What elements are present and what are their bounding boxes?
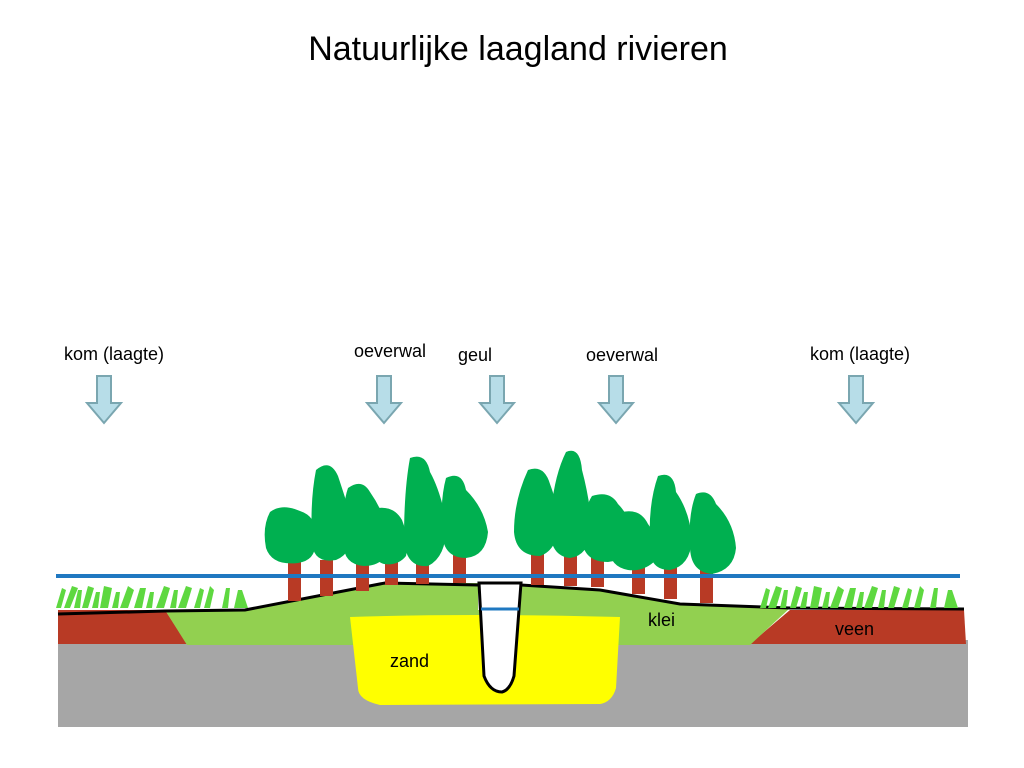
- label-oeverwal-right: oeverwal: [586, 345, 659, 365]
- label-geul: geul: [458, 345, 493, 365]
- tree-icon: [311, 465, 353, 561]
- label-oeverwal-left: oeverwal: [354, 341, 427, 361]
- arrows: [84, 375, 876, 425]
- label-kom-left: kom (laagte): [64, 344, 165, 364]
- tree-icon: [264, 507, 316, 564]
- arrow-down-icon: [364, 375, 404, 425]
- tree-icon: [404, 456, 447, 567]
- tree-icon: [649, 474, 692, 570]
- tree-icon: [550, 450, 592, 558]
- peat-layer-left: [58, 610, 187, 644]
- tree-crowns: [264, 450, 736, 574]
- label-klei: klei: [648, 610, 676, 630]
- label-veen: veen: [835, 619, 875, 639]
- label-zand: zand: [390, 651, 430, 671]
- arrow-down-icon: [477, 375, 517, 425]
- diagram-title: Natuurlijke laagland rivieren: [308, 30, 728, 68]
- grass-left: [56, 586, 248, 608]
- peat-layer-right: [750, 610, 966, 644]
- grass-right: [760, 586, 958, 608]
- arrow-down-icon: [84, 375, 124, 425]
- tree-icon: [689, 492, 736, 574]
- arrow-down-icon: [836, 375, 876, 425]
- arrow-down-icon: [596, 375, 636, 425]
- river-channel: [477, 581, 523, 694]
- tree-icon: [371, 507, 408, 565]
- tree-icon: [441, 475, 488, 558]
- tree-icon: [609, 511, 657, 571]
- label-kom-right: kom (laagte): [810, 344, 911, 364]
- tree-icon: [514, 468, 560, 556]
- clay-layer: [165, 583, 790, 645]
